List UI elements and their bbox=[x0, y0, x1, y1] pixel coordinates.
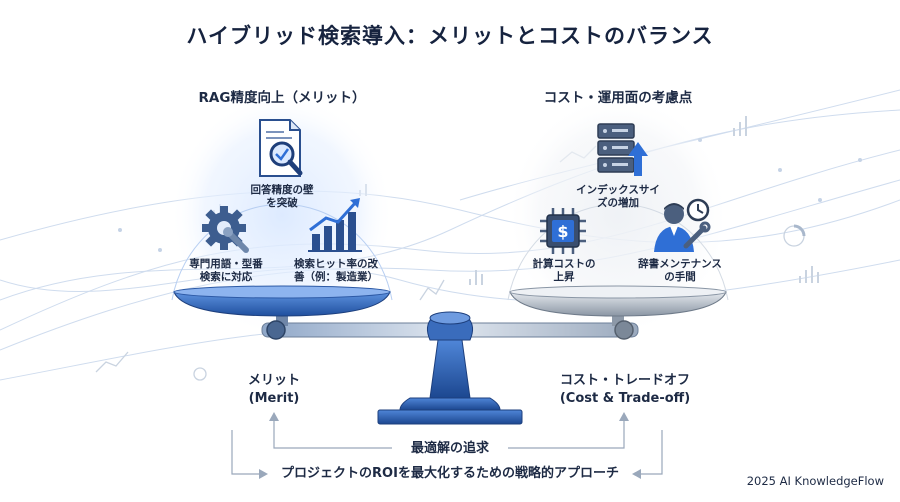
label-line: 検索ヒット率の改 bbox=[294, 258, 378, 270]
label-line: 上昇 bbox=[553, 271, 575, 283]
optimal-solution-text: 最適解の追求 bbox=[0, 437, 900, 456]
document-magnifier-icon bbox=[259, 119, 303, 177]
label-line: 専門用語・型番 bbox=[189, 258, 263, 270]
credit-text: 2025 AI KnowledgeFlow bbox=[746, 474, 884, 488]
label-line: ズの増加 bbox=[597, 197, 639, 209]
right-item-label-1: インデックスサイ ズの増加 bbox=[558, 184, 678, 210]
merit-label-jp: メリット bbox=[247, 373, 300, 388]
gear-wrench-icon bbox=[202, 206, 249, 253]
left-item-label-3: 検索ヒット率の改 善（例：製造業） bbox=[272, 258, 400, 284]
left-item-label-2: 専門用語・型番 検索に対応 bbox=[166, 258, 286, 284]
label-line: 回答精度の壁 bbox=[250, 184, 314, 196]
label-line: 計算コストの bbox=[532, 258, 596, 270]
right-heading: コスト・運用面の考慮点 bbox=[543, 90, 693, 106]
cpu-dollar-icon: $ bbox=[540, 208, 586, 254]
left-item-label-1: 回答精度の壁 を突破 bbox=[222, 184, 342, 210]
technician-clock-icon bbox=[654, 198, 711, 252]
label-line: の手間 bbox=[664, 271, 696, 283]
right-item-label-3: 辞書メンテナンス の手間 bbox=[620, 258, 740, 284]
merit-label-en: (Merit) bbox=[248, 391, 300, 406]
svg-text:$: $ bbox=[557, 222, 568, 241]
label-line: 辞書メンテナンス bbox=[638, 258, 722, 270]
server-growth-icon bbox=[597, 123, 648, 176]
cost-label-jp: コスト・トレードオフ bbox=[559, 373, 690, 388]
page-title: ハイブリッド検索導入：メリットとコストのバランス bbox=[186, 24, 714, 48]
label-line: を突破 bbox=[266, 197, 298, 209]
optimal-solution-label: 最適解の追求 bbox=[402, 441, 497, 456]
strategy-text: プロジェクトのROIを最大化するための戦略的アプローチ bbox=[0, 462, 900, 481]
cost-label-en: (Cost & Trade-off) bbox=[559, 391, 691, 406]
strategy-label: プロジェクトのROIを最大化するための戦略的アプローチ bbox=[273, 466, 627, 481]
label-line: インデックスサイ bbox=[576, 184, 660, 196]
growth-chart-icon bbox=[308, 198, 362, 252]
label-line: 善（例：製造業） bbox=[294, 271, 378, 283]
left-heading: RAG精度向上（メリット） bbox=[198, 90, 366, 106]
cost-label: コスト・トレードオフ (Cost & Trade-off) bbox=[540, 372, 710, 408]
label-line: 検索に対応 bbox=[199, 271, 253, 283]
right-item-label-2: 計算コストの 上昇 bbox=[504, 258, 624, 284]
merit-label: メリット (Merit) bbox=[224, 372, 324, 408]
